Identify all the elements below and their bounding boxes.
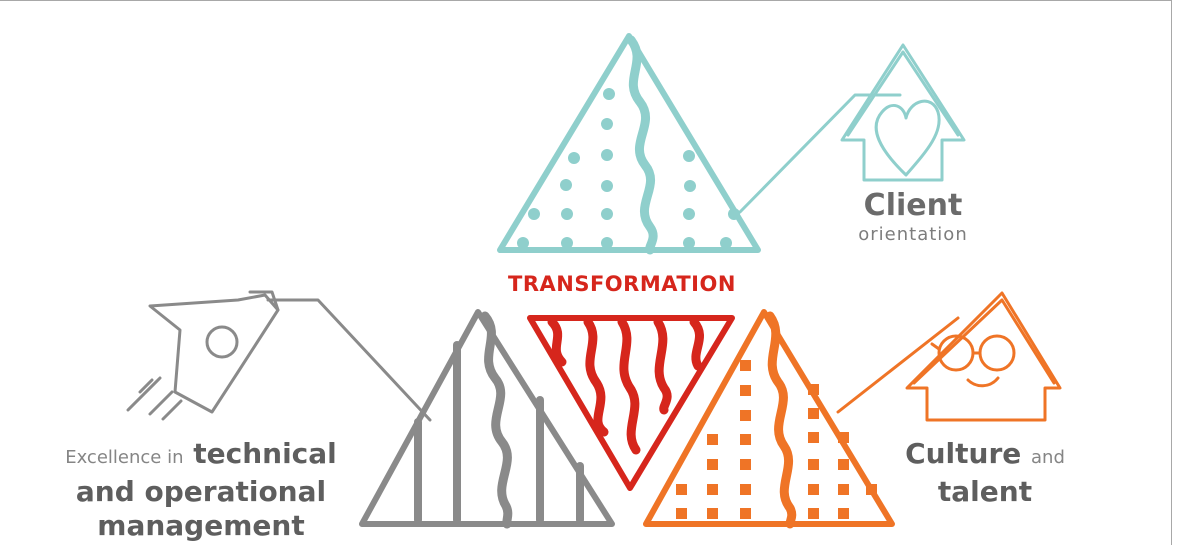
- client-subtitle: orientation: [858, 224, 968, 245]
- excellence-bold-text-3: management: [97, 509, 305, 542]
- culture-pyramid: [643, 309, 960, 529]
- transformation-pyramid: [527, 315, 735, 491]
- rocket-icon: [126, 290, 280, 421]
- excellence-label: Excellence in technical and operational …: [36, 437, 366, 543]
- culture-bold-text: Culture: [905, 437, 1022, 470]
- transformation-label: TRANSFORMATION: [508, 272, 736, 296]
- house-heart-icon: [840, 43, 966, 182]
- culture-talent-label: Culture and talent: [885, 437, 1085, 509]
- excellence-light-text: Excellence in: [65, 447, 184, 468]
- client-orientation-label: Client orientation: [828, 190, 998, 248]
- client-title: Client: [863, 188, 963, 223]
- excellence-bold-text-1: technical: [193, 437, 337, 470]
- client-pyramid: [497, 33, 902, 255]
- house-glasses-face-icon: [905, 291, 1062, 422]
- frame-right-border: [1171, 0, 1172, 545]
- excellence-pyramid: [266, 298, 615, 529]
- excellence-line-1: Excellence in technical: [36, 437, 366, 475]
- talent-bold-text: talent: [937, 475, 1033, 508]
- frame-top-border: [0, 0, 1172, 1]
- culture-light-text: and: [1031, 447, 1065, 468]
- culture-line-1: Culture and: [885, 437, 1085, 475]
- excellence-bold-text-2: and operational: [75, 475, 327, 508]
